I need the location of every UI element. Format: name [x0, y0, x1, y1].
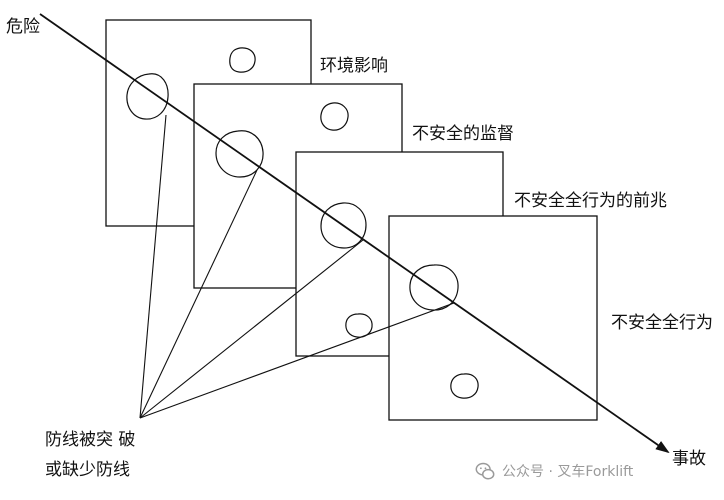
precondition-label: 不安全全行为的前兆 [514, 191, 667, 211]
defense-layer-unsafe-act [388, 215, 598, 421]
breach-lines [139, 114, 455, 419]
watermark: 公众号 · 叉车Forklift [474, 458, 633, 484]
layer-hole [409, 264, 459, 311]
breach-label-line1: 防线被突 破 [45, 430, 136, 450]
layer-hole [320, 102, 349, 131]
layer-hole [229, 47, 256, 73]
layer-hole [345, 313, 373, 338]
accident-trajectory-arrow [39, 13, 670, 454]
layer-hole [126, 73, 169, 120]
breach-label-line2: 或缺少防线 [45, 460, 130, 480]
wechat-icon [475, 462, 495, 480]
unsafe-supervision-label: 不安全的监督 [412, 124, 514, 144]
accident-label: 事故 [672, 449, 706, 469]
unsafe-act-label: 不安全全行为 [611, 313, 713, 333]
layer-hole [450, 373, 479, 399]
hazard-label: 危险 [6, 17, 40, 37]
environment-label: 环境影响 [320, 56, 388, 76]
watermark-text: 公众号 · 叉车Forklift [502, 464, 634, 480]
